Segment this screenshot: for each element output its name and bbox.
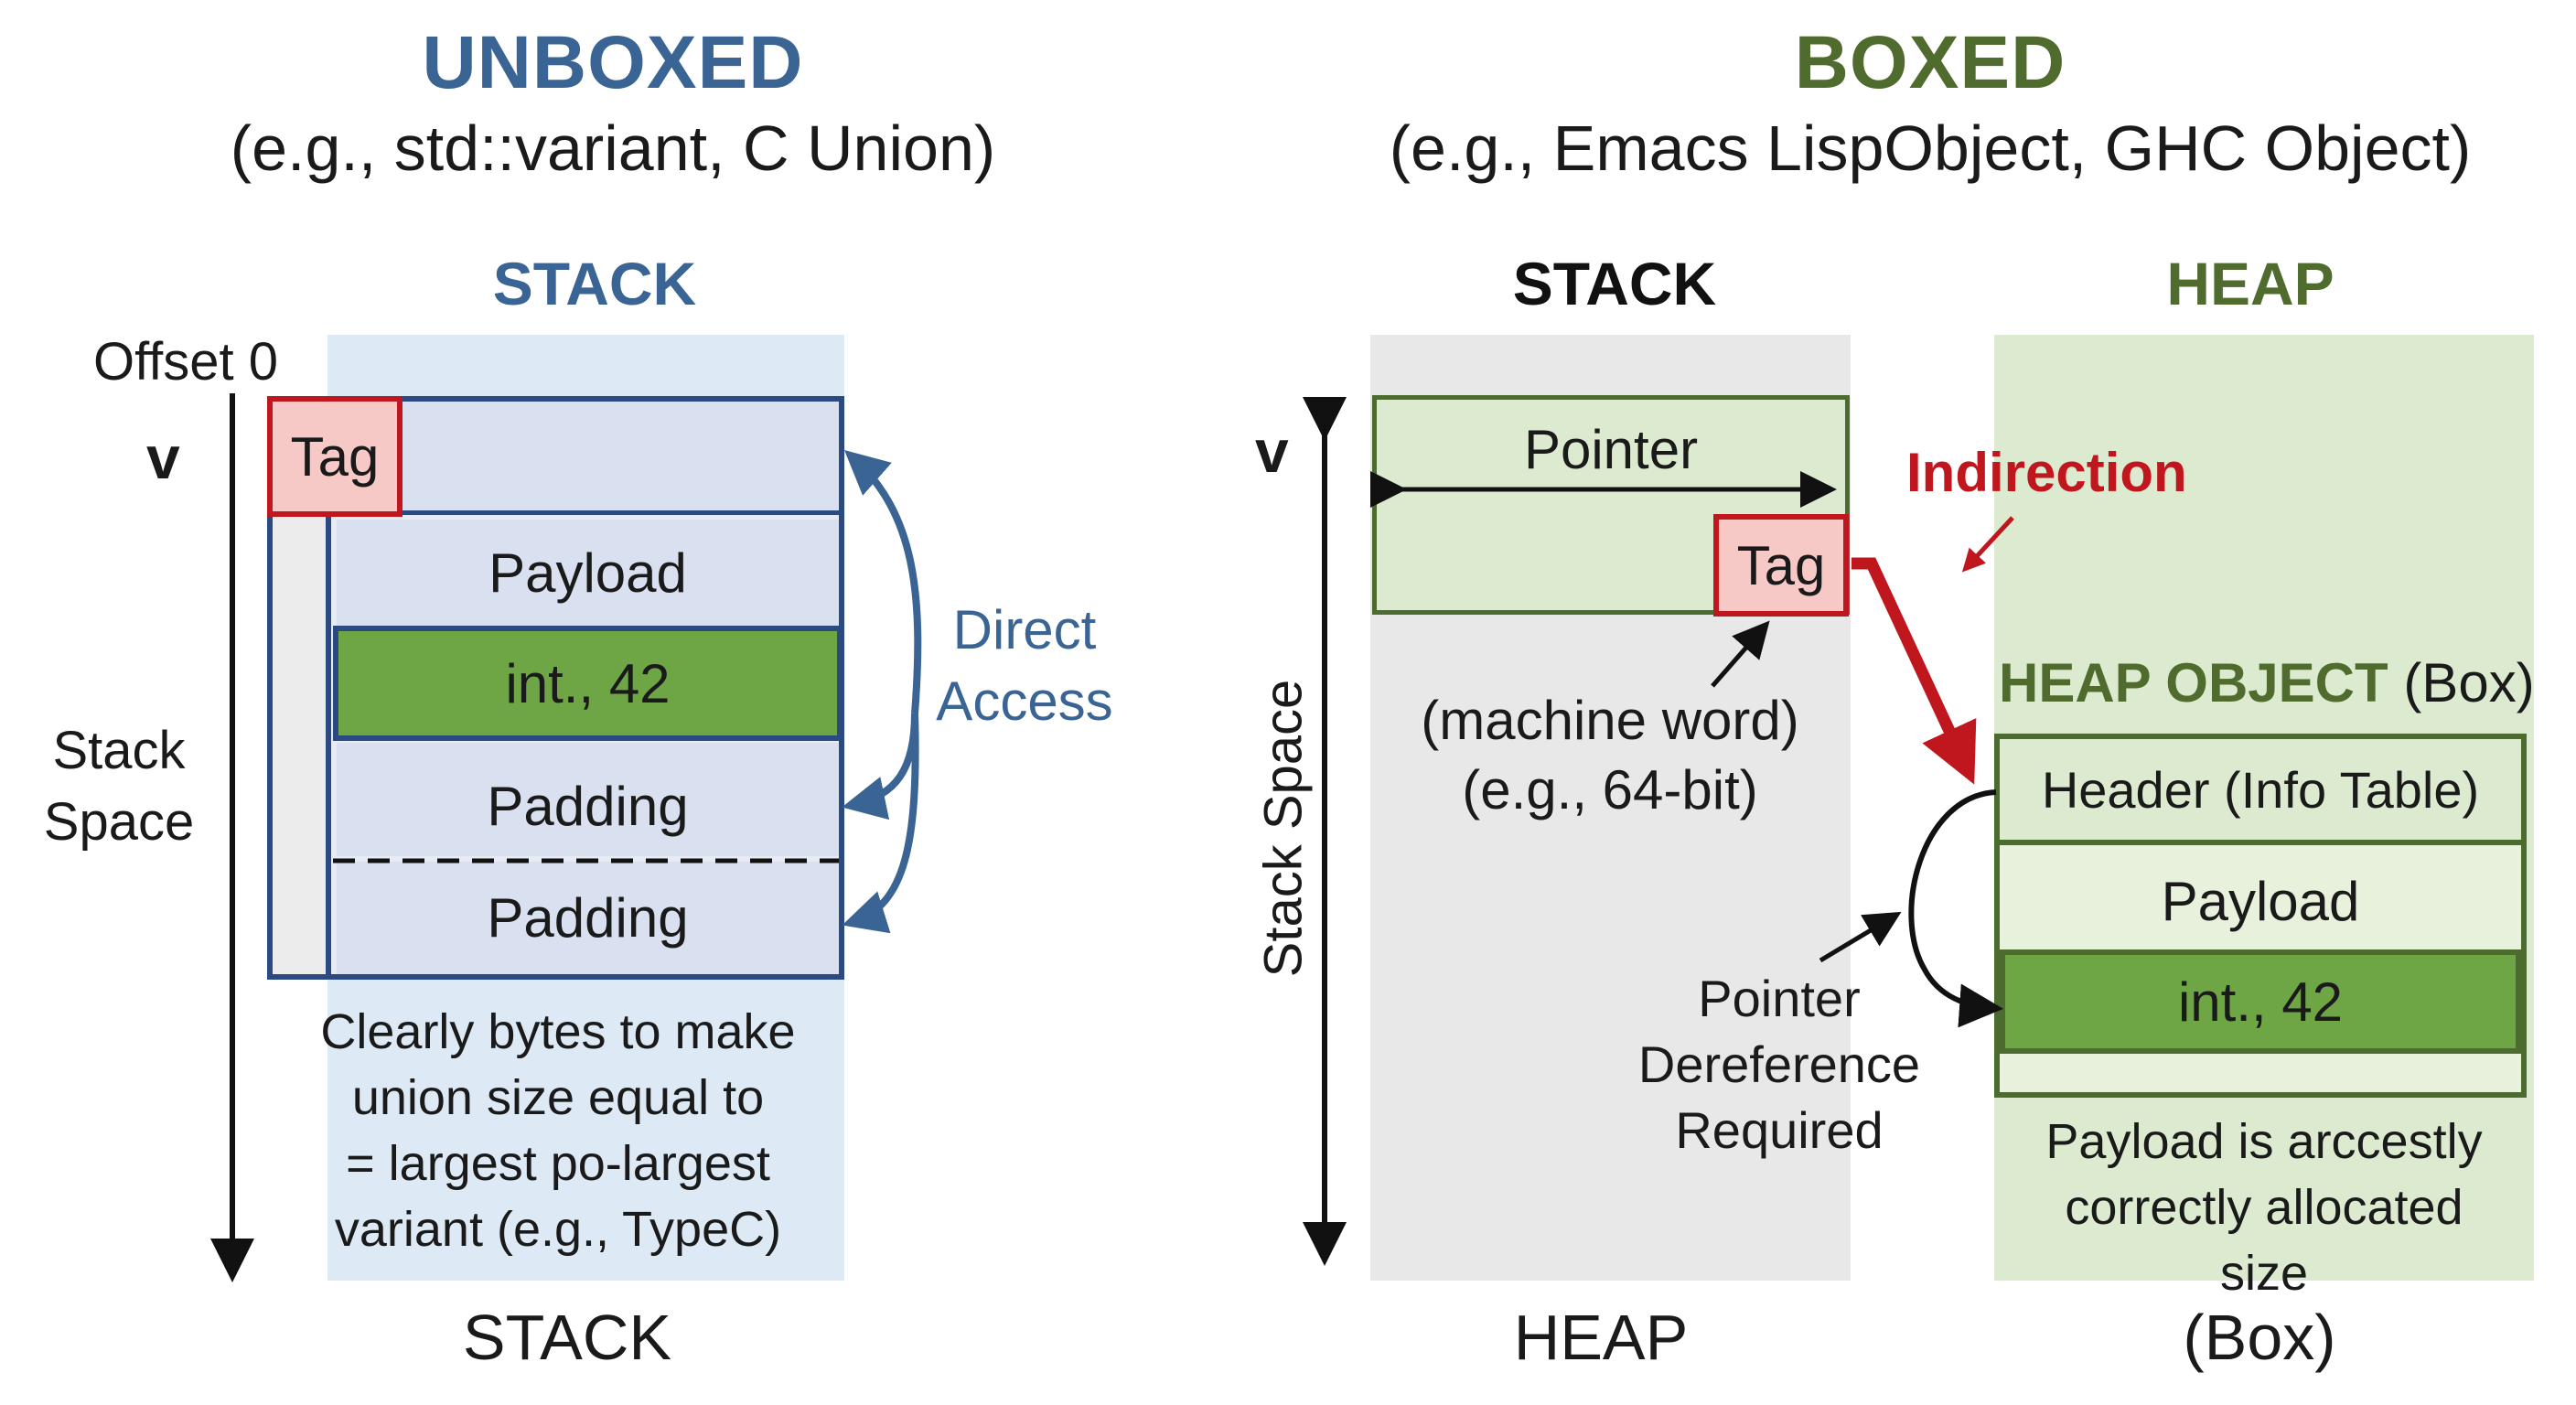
- padding-cell-1: Padding: [337, 743, 839, 856]
- deref-line2: Dereference: [1637, 1035, 1921, 1093]
- direct-access-label: Direct Access: [924, 595, 1125, 737]
- left-axis-label-line1: Stack: [52, 721, 186, 780]
- boxed-tag-cell: Tag: [1713, 514, 1849, 617]
- boxed-title: BOXED: [1794, 21, 2066, 104]
- right-stack-heading: STACK: [1512, 250, 1717, 317]
- heap-note-line3: size: [2219, 1246, 2309, 1301]
- right-bottom-left-label: HEAP: [1513, 1302, 1689, 1373]
- left-axis-label-line2: Space: [43, 792, 195, 852]
- heap-object-rest: (Box): [2388, 652, 2535, 713]
- machine-word-line2: (e.g., 64-bit): [1462, 759, 1758, 820]
- heap-note-line2: correctly allocated: [2065, 1180, 2463, 1235]
- direct-access-arrow-top: [844, 450, 922, 714]
- deref-label: Pointer Dereference Required: [1619, 966, 1939, 1164]
- right-bottom-right-label: (Box): [2183, 1302, 2336, 1373]
- deref-line1: Pointer: [1698, 970, 1861, 1027]
- left-stack-heading: STACK: [492, 250, 697, 317]
- dereference-curve-arrow: [1908, 789, 2003, 1028]
- unboxed-title: UNBOXED: [422, 21, 804, 104]
- int-cell: int., 42: [333, 626, 843, 741]
- left-bottom-label: STACK: [462, 1302, 672, 1373]
- padding-note: Clearly bytes to make union size equal t…: [274, 999, 842, 1262]
- machine-word-label: (machine word) (e.g., 64-bit): [1390, 686, 1830, 825]
- indirection-label-arrow: [1961, 516, 2014, 573]
- payload-cell: Payload: [337, 520, 839, 626]
- boxed-subtitle: (e.g., Emacs LispObject, GHC Object): [1389, 113, 2472, 184]
- direct-access-arrow-bottom: [842, 713, 919, 934]
- heap-int-cell: int., 42: [2000, 949, 2521, 1054]
- machine-word-line1: (machine word): [1421, 690, 1799, 751]
- tag-cell: Tag: [267, 396, 402, 517]
- machine-word-arrow: [1711, 620, 1770, 688]
- padding-cell-2: Padding: [337, 862, 839, 974]
- pointer-label: Pointer: [1523, 419, 1699, 480]
- direct-access-arrow-mid: [842, 713, 918, 820]
- padding-note-line4: variant (e.g., TypeC): [334, 1202, 782, 1257]
- deref-line3: Required: [1675, 1101, 1884, 1159]
- offset-label: Offset 0: [93, 332, 279, 391]
- padding-note-line2: union size equal to: [351, 1070, 765, 1125]
- unboxed-subtitle: (e.g., std::variant, C Union): [230, 113, 996, 184]
- heap-note-line1: Payload is arccestly: [2045, 1114, 2483, 1169]
- heap-object-bold: HEAP OBJECT: [1999, 652, 2388, 713]
- right-v-label: v: [1255, 417, 1289, 485]
- dereference-label-arrow: [1819, 911, 1902, 963]
- heap-payload-cell: Payload: [2000, 851, 2521, 951]
- left-axis-label: Stack Space: [27, 715, 210, 858]
- indirection-label: Indirection: [1906, 442, 2187, 503]
- indirection-arrow: [1852, 557, 1977, 785]
- heap-object-label: HEAP OBJECT (Box): [1999, 651, 2535, 714]
- left-v-label: v: [146, 424, 180, 491]
- padding-note-line1: Clearly bytes to make: [320, 1004, 796, 1059]
- direct-access-line2: Access: [936, 670, 1113, 732]
- direct-access-line1: Direct: [952, 599, 1097, 660]
- header-cell: Header (Info Table): [2000, 739, 2521, 845]
- right-heap-heading: HEAP: [2166, 250, 2334, 317]
- padding-note-line3: = largest po-largest: [346, 1136, 770, 1191]
- heap-note: Payload is arccestly correctly allocated…: [1994, 1109, 2534, 1306]
- tag-side-strip: [273, 515, 331, 974]
